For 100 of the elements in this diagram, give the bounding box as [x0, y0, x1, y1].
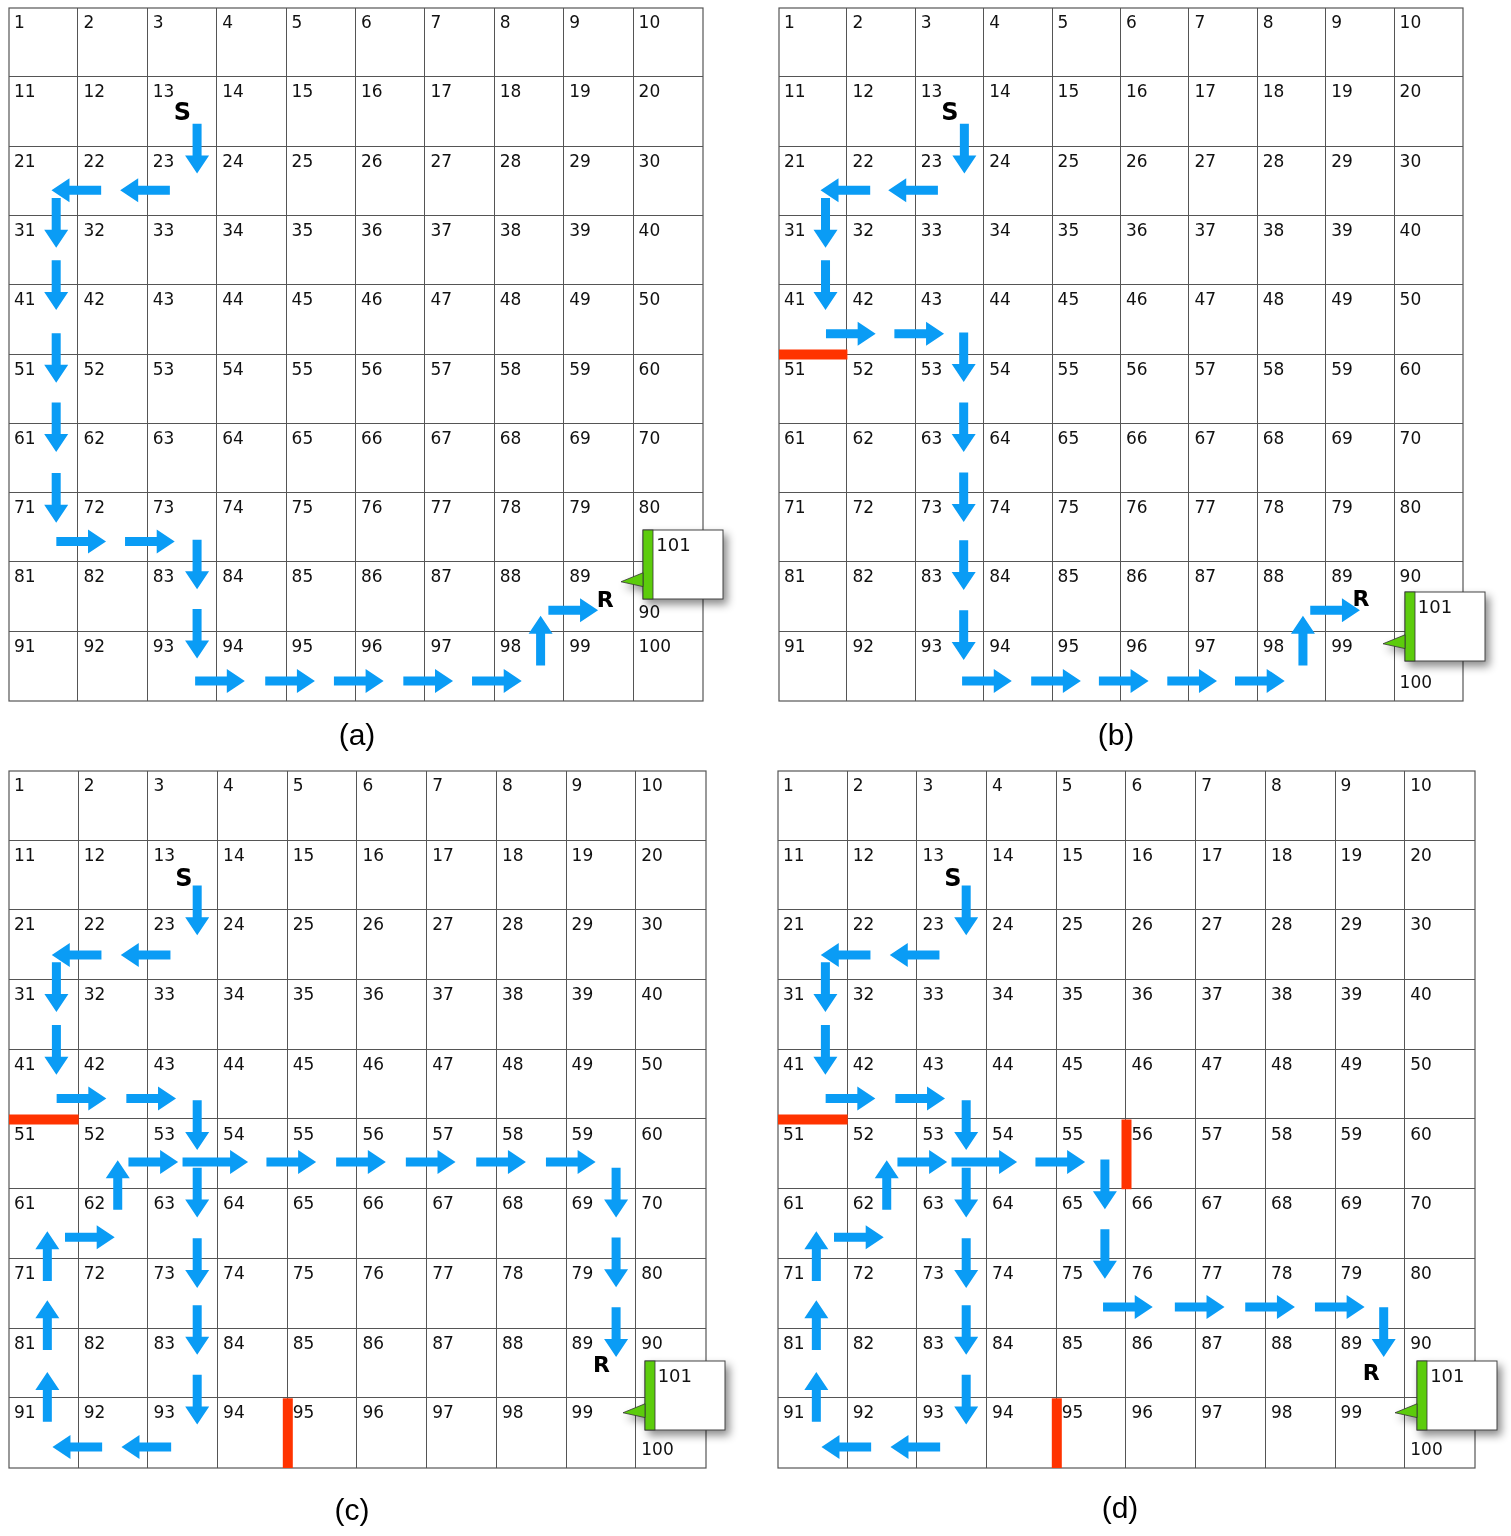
cell-number: 34 — [989, 221, 1011, 239]
cell-number: 27 — [1194, 152, 1217, 170]
cell-number: 46 — [1131, 1055, 1154, 1073]
cell-number: 68 — [1270, 1195, 1293, 1213]
cell-number: 61 — [14, 1195, 36, 1213]
cell-number: 86 — [1126, 568, 1148, 586]
cell-number: 12 — [852, 846, 875, 864]
cell-number: 46 — [1126, 291, 1148, 309]
cell-number: 83 — [152, 568, 175, 586]
cell-number: 61 — [784, 429, 806, 447]
cell-number: 21 — [783, 916, 805, 934]
cell-number: 88 — [499, 568, 522, 586]
cell-number: 57 — [432, 1125, 454, 1143]
cell-number: 30 — [641, 916, 663, 934]
cell-number: 81 — [14, 568, 36, 586]
cell-number: 26 — [1131, 916, 1154, 934]
cell-number: 2 — [852, 777, 864, 794]
cell-number: 86 — [361, 568, 383, 586]
cell-number: 54 — [992, 1125, 1014, 1143]
cell-number: 78 — [1270, 1264, 1293, 1282]
cell-number: 87 — [432, 1334, 454, 1352]
cell-number: 53 — [152, 360, 175, 378]
cell-number: 83 — [920, 568, 943, 586]
cell-number: 97 — [432, 1404, 454, 1422]
cell-number: 81 — [14, 1334, 36, 1352]
cell-number: 28 — [501, 916, 524, 934]
start-marker: S — [944, 866, 962, 891]
cell-number: 56 — [1131, 1125, 1154, 1143]
cell-number: 92 — [852, 1404, 875, 1422]
cell-number: 88 — [1270, 1334, 1293, 1352]
cell-number: 90 — [1399, 568, 1422, 586]
cell-number: 40 — [1399, 221, 1422, 239]
cell-number: 9 — [1340, 777, 1352, 794]
cell-number: 91 — [783, 1404, 805, 1422]
cell-number: 95 — [292, 1404, 315, 1422]
cell-number: 15 — [291, 83, 314, 101]
robot-marker: R — [1352, 588, 1370, 611]
cell-number: 81 — [784, 568, 806, 586]
cell-number: 11 — [14, 83, 36, 101]
cell-number: 77 — [430, 499, 453, 517]
cell-number: 42 — [852, 1055, 875, 1073]
cell-number: 7 — [432, 777, 443, 794]
cell-number: 72 — [852, 1264, 875, 1282]
cell-number: 74 — [222, 499, 244, 517]
cell-number: 9 — [569, 14, 580, 31]
cell-number: 24 — [989, 152, 1011, 170]
cell-number: 22 — [852, 916, 875, 934]
cell-number: 74 — [989, 499, 1011, 517]
cell-number: 28 — [1262, 152, 1285, 170]
cell-number: 17 — [430, 83, 453, 101]
cell-number: 36 — [361, 221, 383, 239]
cell-number: 14 — [223, 846, 245, 864]
cell-number: 92 — [852, 637, 875, 655]
cell-number: 49 — [571, 1055, 594, 1073]
note-label: 101 — [1430, 1366, 1465, 1385]
cell-number: 25 — [1061, 916, 1084, 934]
cell-number: 18 — [1262, 83, 1285, 101]
cell-number: 82 — [83, 1334, 106, 1352]
cell-number: 37 — [430, 221, 453, 239]
cell-number: 42 — [83, 291, 106, 309]
cell-number: 43 — [152, 291, 175, 309]
cell-number: 55 — [291, 360, 314, 378]
cell-number: 24 — [222, 152, 244, 170]
cell-number: 87 — [1194, 568, 1217, 586]
cell-number: 70 — [641, 1195, 663, 1213]
cell-number: 83 — [153, 1334, 176, 1352]
cell-number: 7 — [1201, 777, 1212, 794]
cell-number: 68 — [499, 429, 522, 447]
cell-number: 78 — [501, 1264, 524, 1282]
cell-number: 96 — [1126, 637, 1148, 655]
cell-number: 45 — [1061, 1055, 1084, 1073]
cell-number: 10 — [1410, 777, 1432, 794]
cell-number: 69 — [1340, 1195, 1363, 1213]
cell-number: 45 — [1057, 291, 1080, 309]
cell-number: 7 — [1194, 14, 1206, 31]
cell-number: 66 — [1126, 429, 1148, 447]
cell-number: 51 — [784, 360, 806, 378]
cell-number: 6 — [1126, 14, 1137, 31]
cell-number: 94 — [223, 1404, 245, 1422]
cell-number: 31 — [784, 221, 806, 239]
cell-number: 45 — [291, 291, 314, 309]
cell-number: 57 — [1201, 1125, 1223, 1143]
cell-number: 55 — [1061, 1125, 1084, 1143]
robot-marker: R — [592, 1353, 610, 1376]
cell-number: 44 — [989, 291, 1011, 309]
cell-number: 55 — [292, 1125, 315, 1143]
cell-number: 34 — [992, 986, 1014, 1004]
cell-number: 50 — [641, 1055, 663, 1073]
cell-number: 1 — [784, 14, 795, 31]
cell-number: 64 — [989, 429, 1011, 447]
cell-number: 88 — [1262, 568, 1285, 586]
cell-number: 79 — [1331, 499, 1353, 517]
cell-number: 96 — [362, 1404, 385, 1422]
cell-number: 99 — [569, 637, 591, 655]
cell-number: 71 — [784, 499, 806, 517]
cell-number: 64 — [222, 429, 244, 447]
cell-number: 97 — [1201, 1404, 1223, 1422]
cell-number: 77 — [1194, 499, 1217, 517]
cell-number: 54 — [222, 360, 244, 378]
cell-number: 100 — [1399, 673, 1433, 691]
